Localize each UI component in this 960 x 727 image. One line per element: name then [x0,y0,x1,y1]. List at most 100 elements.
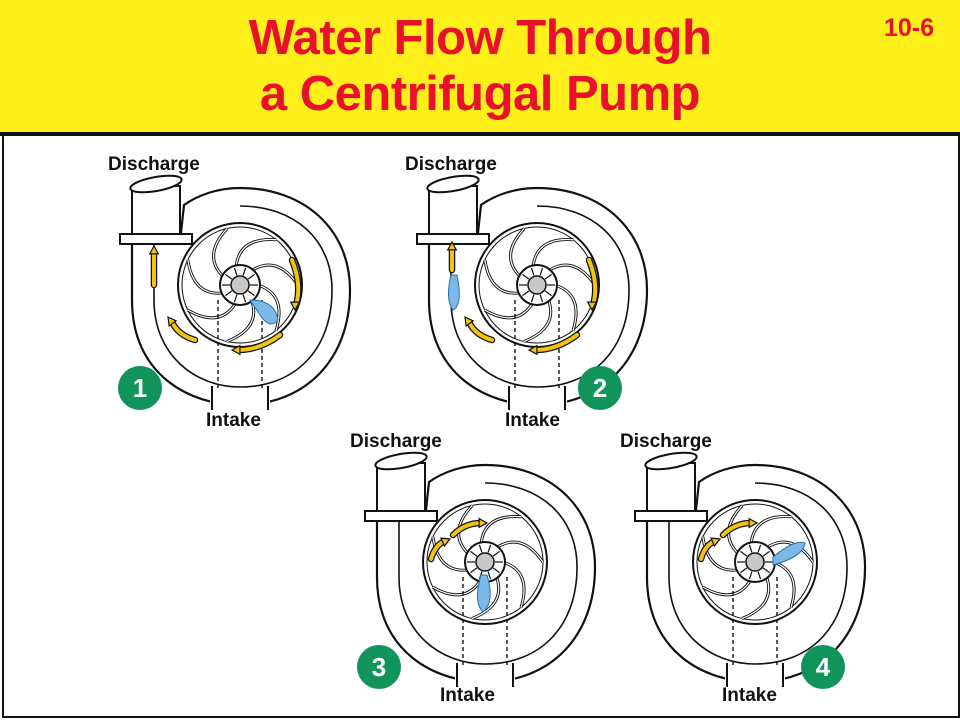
hub-rib [544,273,552,280]
hub-rib [544,290,552,297]
hub-rib [740,567,748,574]
flow-arrowhead [464,315,475,328]
pump-diagram-2: Discharge Intake 2 [397,150,687,450]
volute-casing [130,186,352,407]
water-droplet [249,299,279,325]
hub-rib [757,571,762,580]
discharge-flange [416,233,490,245]
hub-rib [225,273,233,280]
impeller-vane-highlight [213,228,228,278]
intake-pipe-fill [725,665,785,687]
flow-arrowhead [710,537,722,548]
impeller-vane-highlight [765,541,814,563]
volute-inner-wall [668,482,848,665]
intake-pipe-fill [507,388,567,410]
volute-casing [427,186,649,407]
pump-diagram-1: Discharge Intake 1 [100,150,390,450]
intake-pipe [211,386,269,410]
intake-pipe-fill [455,665,515,687]
title-line-2: a Centrifugal Pump [259,67,701,121]
volute-inner-wall [450,205,630,388]
hub-rib [748,571,753,580]
discharge-flange [634,510,708,522]
hub-rib [740,550,748,557]
flow-arrowhead [586,301,598,312]
intake-pipe-hidden [732,577,778,667]
intake-label: Intake [206,410,261,431]
flow-arrowhead [230,344,241,356]
water-droplet [772,541,806,566]
hub-rib [478,544,483,553]
impeller-vane-highlight [235,238,277,268]
hub-rib [225,290,233,297]
pump-3-drawing [364,451,597,687]
discharge-label: Discharge [620,431,712,452]
hub-rib [748,544,753,553]
discharge-pipe-opening [426,174,480,194]
volute-inner-wall [153,205,333,388]
title-banner: Water Flow Through a Centrifugal Pump 10… [0,0,960,136]
flow-arrow [236,333,282,352]
discharge-flange [119,233,193,245]
impeller-vane-highlight [187,259,224,294]
hub-rib [242,267,247,276]
intake-pipe-hidden [462,577,508,667]
discharge-label: Discharge [405,154,497,175]
water-droplet [477,574,491,613]
flow-arrow [467,320,494,342]
flow-arrow [170,320,197,342]
impeller-vane-highlight [257,284,280,331]
intake-label: Intake [505,410,560,431]
impeller-vane-highlight [471,575,500,620]
pump-diagram-4: Discharge Intake 4 [615,427,905,727]
pump-1-drawing [119,174,352,410]
page-title: Water Flow Through a Centrifugal Pump [0,10,960,122]
flow-arrowhead [167,315,178,328]
hub-rib [470,550,478,557]
hub-rib [530,294,535,303]
hub-rib [530,267,535,276]
intake-label: Intake [722,685,777,706]
hub-rib [492,567,500,574]
discharge-pipe [376,462,426,512]
discharge-pipe [646,462,696,512]
impeller-vane-highlight [702,536,739,571]
step-badge-3: 3 [357,645,401,689]
impeller-vane-highlight [532,238,574,268]
intake-pipe [456,663,514,687]
volute-casing [375,463,597,684]
discharge-pipe-opening [644,451,698,471]
step-badge-2: 2 [578,366,622,410]
pump-diagram-3: Discharge Intake 3 [345,427,635,727]
intake-pipe-fill [210,388,270,410]
flow-arrow [721,521,753,537]
impeller-vane-highlight [702,579,752,596]
water-droplet [447,274,460,311]
shaft [745,552,765,572]
hub-rib [487,544,492,553]
flow-arrowhead [289,301,301,312]
diagram-frame [2,136,960,718]
slide-number: 10-6 [883,14,934,42]
flow-arrowhead [148,244,160,255]
shaft [230,275,250,295]
hub-rib [762,550,770,557]
impeller-vane-highlight [510,228,525,278]
discharge-label: Discharge [108,154,200,175]
flow-arrow [533,333,579,352]
hub-rib [539,294,544,303]
flow-arrowhead [478,517,489,529]
intake-pipe [508,386,566,410]
volute-inner-wall [398,482,578,665]
intake-pipe [726,663,784,687]
hub-rib [247,290,255,297]
flow-arrowhead [446,240,458,251]
discharge-flange [364,510,438,522]
flow-arrow [451,521,483,537]
hub-rib [247,273,255,280]
step-badge-4: 4 [801,645,845,689]
hub-rib [762,567,770,574]
discharge-pipe [131,185,181,235]
impeller-vane-highlight [523,298,552,343]
flow-arrowhead [748,517,759,529]
